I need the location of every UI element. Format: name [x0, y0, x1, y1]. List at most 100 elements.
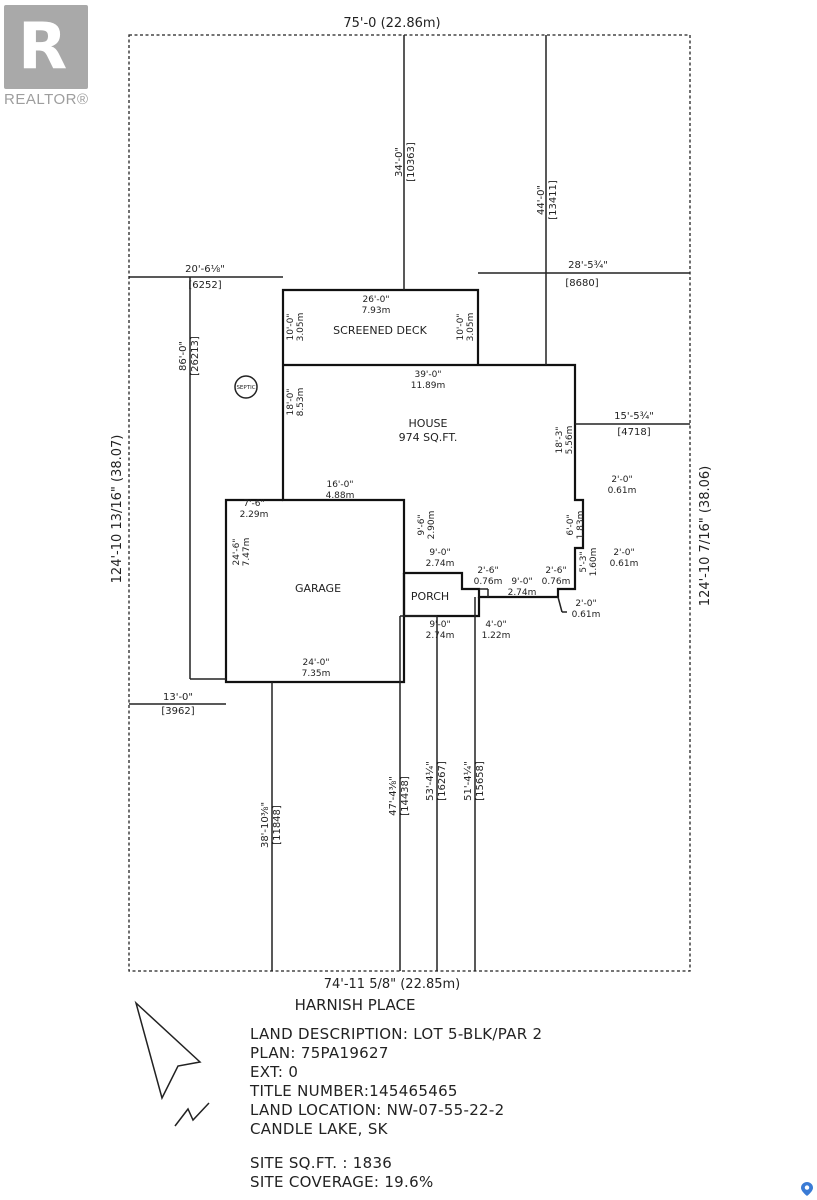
front-1-ft: 47'-4⅜" [388, 776, 399, 816]
garage-bottom-ft: 24'-0" [302, 658, 329, 668]
porch-bottom-m: 2.74m [426, 631, 455, 641]
garage-side-m: 7.47m [242, 538, 252, 567]
house-left-ft: 18'-0" [286, 388, 296, 415]
septic-tank-icon [234, 375, 258, 399]
jog1-ft: 2'-0" [611, 475, 632, 485]
plan-line: PLAN: 75PA19627 [250, 1044, 389, 1062]
land-description-line: LAND DESCRIPTION: LOT 5-BLK/PAR 2 [250, 1025, 543, 1043]
porch-top-m: 2.74m [426, 559, 455, 569]
realtor-logo-wordmark: REALTOR® [4, 91, 89, 108]
jog-v-m: 1.83m [576, 511, 586, 540]
garage-right-ft: 9'-6" [417, 514, 427, 535]
house-label: HOUSE [409, 417, 448, 430]
left-depth-label: 124'-10 13/16" (38.07) [110, 435, 125, 584]
garage-top-ft: 7'-6" [243, 499, 264, 509]
deck-top-ft: 34'-0" [394, 147, 405, 177]
porch-step-ft: 4'-0" [485, 620, 506, 630]
house-right-setback-mm: [4718] [617, 427, 650, 438]
land-description-block: LAND DESCRIPTION: LOT 5-BLK/PAR 2 PLAN: … [250, 1025, 542, 1139]
front-1-mm: [14438] [400, 776, 411, 816]
site-stats-block: SITE SQ.FT. : 1836 SITE COVERAGE: 19.6% [250, 1154, 434, 1192]
front-2-ft: 53'-4¼" [424, 761, 436, 801]
porch-outline [402, 573, 481, 618]
porch-mid-ft: 9'-0" [511, 577, 532, 587]
front-2-mm: [16267] [437, 761, 448, 801]
top-width-label: 75'-0 (22.86m) [343, 16, 440, 31]
porch-step-m: 1.22m [482, 631, 511, 641]
screened-deck-outline [281, 288, 480, 365]
street-name: HARNISH PLACE [295, 996, 416, 1014]
jog3-leader [557, 596, 563, 613]
site-coverage-line: SITE COVERAGE: 19.6% [250, 1173, 434, 1191]
jog-v-ft: 6'-0" [566, 514, 576, 535]
house-right-ft: 18'-3" [555, 426, 565, 453]
realtor-logo-mark: R [4, 5, 88, 89]
porch-right-ft: 2'-6" [545, 566, 566, 576]
right-side-ft: 28'-5¾" [568, 260, 608, 271]
garage-bottom-m: 7.35m [302, 669, 331, 679]
jog2-m: 0.61m [610, 559, 639, 569]
municipality-line: CANDLE LAKE, SK [250, 1120, 388, 1138]
jog-v2-m: 1.60m [589, 548, 599, 577]
deck-width-m: 7.93m [362, 306, 391, 316]
jog3-m: 0.61m [572, 610, 601, 620]
left-setback-ft: 13'-0" [163, 692, 193, 703]
garage-top-m: 2.29m [240, 510, 269, 520]
garage-label: GARAGE [295, 582, 341, 595]
map-pin-icon[interactable] [801, 1182, 813, 1196]
porch-label: PORCH [411, 590, 449, 603]
left-rear-ft: 86'-0" [178, 341, 189, 371]
north-arrow-icon [134, 1000, 210, 1127]
left-side-mm: [6252] [188, 280, 221, 291]
land-location-line: LAND LOCATION: NW-07-55-22-2 [250, 1101, 505, 1119]
house-right-m: 5.56m [565, 426, 575, 455]
deck-left-ft: 10'-0" [286, 313, 296, 340]
site-sqft-line: SITE SQ.FT. : 1836 [250, 1154, 393, 1172]
front-garage-ft: 38'-10⅜" [260, 802, 271, 848]
house-area-label: 974 SQ.FT. [399, 431, 458, 444]
house-bottom-ft: 16'-0" [326, 480, 353, 490]
house-right-setback-ft: 15'-5¾" [614, 411, 654, 422]
porch-mid-m: 2.74m [508, 588, 537, 598]
porch-left-ft: 2'-6" [477, 566, 498, 576]
realtor-logo-letter: R [18, 10, 68, 84]
deck-right-m: 3.05m [466, 313, 476, 342]
right-depth-label: 124'-10 7/16" (38.06) [698, 466, 713, 606]
house-left-m: 8.53m [296, 388, 306, 417]
front-3-mm: [15658] [475, 761, 486, 801]
garage-side-ft: 24'-6" [232, 538, 242, 565]
septic-label: SEPTIC [236, 385, 255, 391]
porch-left-m: 0.76m [474, 577, 503, 587]
left-rear-mm: [26213] [190, 336, 201, 376]
jog3-ft: 2'-0" [575, 599, 596, 609]
garage-right-m: 2.90m [427, 511, 437, 540]
house-width-m: 11.89m [411, 381, 446, 391]
right-side-mm: [8680] [565, 278, 598, 289]
jog-v2-ft: 5'-3" [579, 551, 589, 572]
porch-top-ft: 9'-0" [429, 548, 450, 558]
porch-bottom-ft: 9'-0" [429, 620, 450, 630]
realtor-logo: R REALTOR® [4, 5, 90, 108]
jog1-m: 0.61m [608, 486, 637, 496]
front-3-ft: 51'-4¼" [462, 761, 474, 801]
porch-right-m: 0.76m [542, 577, 571, 587]
deck-right-ft: 10'-0" [456, 313, 466, 340]
deck-top-mm: [10363] [406, 142, 417, 182]
title-number-line: TITLE NUMBER:145465465 [250, 1082, 458, 1100]
front-garage-mm: [11848] [272, 805, 283, 845]
left-side-ft: 20'-6⅛" [185, 264, 225, 275]
garage-outline [224, 498, 406, 684]
jog2-ft: 2'-0" [613, 548, 634, 558]
house-top-ft: 44'-0" [536, 185, 547, 215]
ext-line: EXT: 0 [250, 1063, 299, 1081]
house-width-ft: 39'-0" [414, 370, 441, 380]
deck-left-m: 3.05m [296, 313, 306, 342]
property-boundary [128, 34, 691, 972]
house-bottom-m: 4.88m [326, 491, 355, 501]
screened-deck-label: SCREENED DECK [333, 324, 427, 337]
bottom-width-label: 74'-11 5/8" (22.85m) [324, 977, 461, 992]
left-setback-mm: [3962] [161, 706, 194, 717]
house-top-mm: [13411] [548, 180, 559, 220]
deck-width-ft: 26'-0" [362, 295, 389, 305]
